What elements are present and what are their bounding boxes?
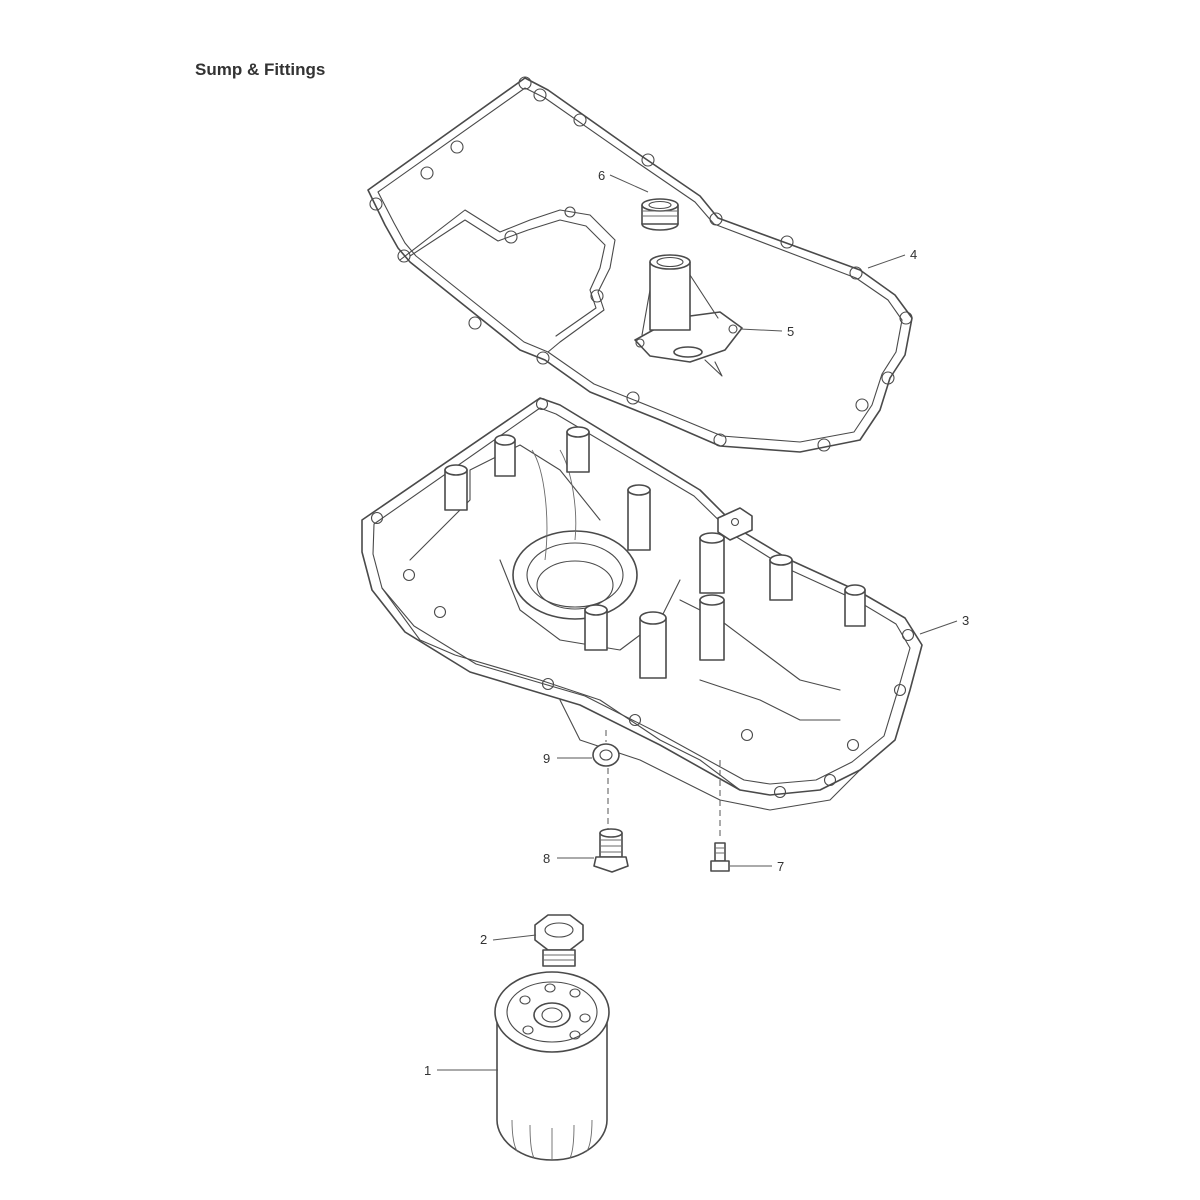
sealing-washer[interactable] [592, 743, 620, 767]
callout-8: 8 [543, 851, 550, 866]
oil-filter[interactable] [494, 971, 610, 1161]
sump-bolt-holes [370, 397, 915, 799]
plug[interactable] [641, 198, 679, 231]
bolt[interactable] [710, 842, 730, 872]
callout-9: 9 [543, 751, 550, 766]
callout-6: 6 [598, 168, 605, 183]
filter-holes [519, 983, 591, 1040]
callout-3: 3 [962, 613, 969, 628]
gasket-bolt-holes [369, 76, 913, 452]
oil-pickup[interactable] [634, 254, 743, 377]
filter-adaptor[interactable] [534, 914, 584, 967]
callout-7: 7 [777, 859, 784, 874]
callout-5: 5 [787, 324, 794, 339]
drain-plug[interactable] [593, 828, 629, 873]
callout-4: 4 [910, 247, 917, 262]
sump[interactable] [361, 397, 923, 811]
sump-bosses [444, 426, 866, 679]
callout-2: 2 [480, 932, 487, 947]
sump-gasket[interactable] [367, 76, 913, 453]
diagram-title: Sump & Fittings [195, 60, 326, 79]
callout-1: 1 [424, 1063, 431, 1078]
leader-lines [437, 174, 958, 1071]
callout-labels: 6 4 5 3 9 8 7 2 1 [424, 168, 969, 1078]
